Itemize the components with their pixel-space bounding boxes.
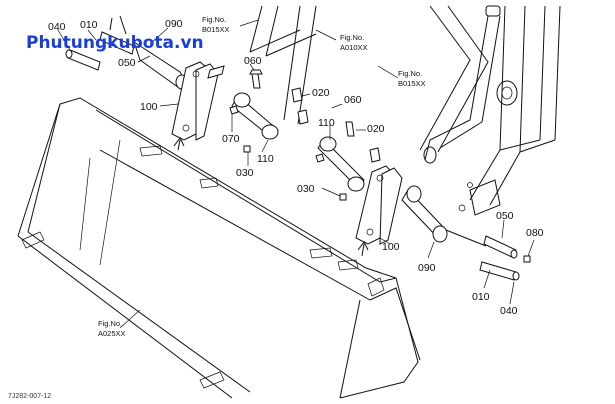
figure-references: Fig.No. B015XX Fig.No. A010XX Fig.No. B0… xyxy=(98,15,426,338)
loader-frame xyxy=(249,5,561,216)
right-linkage xyxy=(315,121,531,281)
label-090-right: 090 xyxy=(418,262,436,274)
fig-ref-2-line1: Fig.No. xyxy=(340,33,364,42)
fig-ref-4-line1: Fig.No. xyxy=(98,319,122,328)
label-110-right: 110 xyxy=(318,117,335,129)
label-040-top: 040 xyxy=(48,21,66,33)
label-100-right: 100 xyxy=(382,241,400,253)
label-100-left: 100 xyxy=(140,101,158,113)
fig-ref-4-line2: A025XX xyxy=(98,329,126,338)
fig-ref-3-line1: Fig.No. xyxy=(398,69,422,78)
label-050-top: 050 xyxy=(118,57,136,69)
drawing-code: 7J282-007-12 xyxy=(8,393,51,400)
label-020-left: 020 xyxy=(312,87,330,99)
fig-ref-1-line2: B015XX xyxy=(202,25,230,34)
label-060-top: 060 xyxy=(244,55,262,67)
label-090-top: 090 xyxy=(165,18,183,30)
label-060-right: 060 xyxy=(344,94,362,106)
label-070: 070 xyxy=(222,133,240,145)
label-010-top: 010 xyxy=(80,19,98,31)
label-050-right: 050 xyxy=(496,210,514,222)
label-110-left: 110 xyxy=(257,153,274,165)
leader-lines xyxy=(57,19,535,329)
label-030-left: 030 xyxy=(236,167,254,179)
label-010-right: 010 xyxy=(472,291,490,303)
bucket xyxy=(17,97,421,399)
label-020-right: 020 xyxy=(367,123,385,135)
label-080: 080 xyxy=(526,227,544,239)
watermark: Phutungkubota.vn xyxy=(26,33,204,53)
part-labels: 040 010 090 050 060 100 070 030 110 020 … xyxy=(48,18,544,317)
label-030-right: 030 xyxy=(297,183,315,195)
label-040-right: 040 xyxy=(500,305,518,317)
fig-ref-1-line1: Fig.No. xyxy=(202,15,226,24)
fig-ref-2-line2: A010XX xyxy=(340,43,368,52)
left-linkage xyxy=(65,15,309,153)
fig-ref-3-line2: B015XX xyxy=(398,79,426,88)
